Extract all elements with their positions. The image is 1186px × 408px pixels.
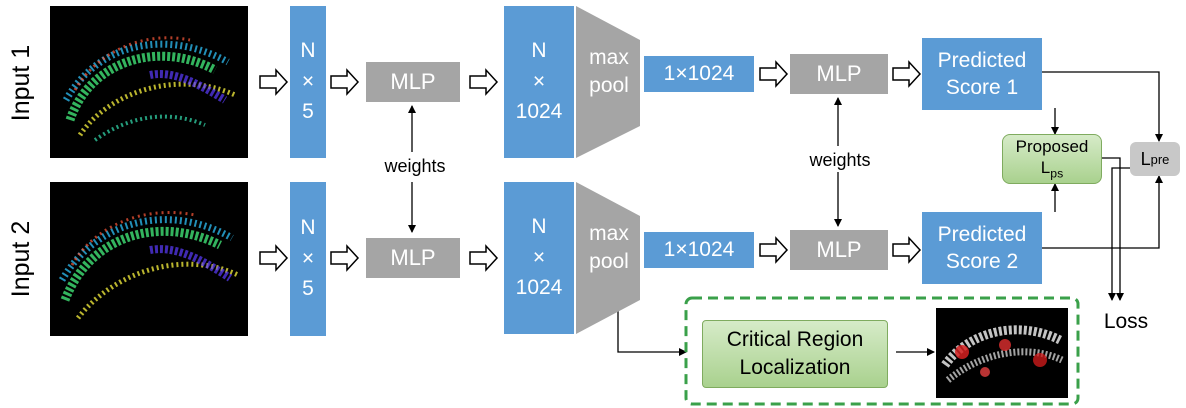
pool-to-critical bbox=[617, 296, 687, 356]
ps-subscript: ps bbox=[1050, 166, 1064, 180]
maxpool-trapezoid-1 bbox=[576, 6, 640, 158]
vector-1x1024-2: 1×1024 bbox=[644, 232, 754, 268]
maxpool-trapezoid-2 bbox=[576, 182, 640, 334]
lpre-to-loss bbox=[1108, 167, 1130, 301]
maxpool-label-1: max pool bbox=[580, 44, 638, 101]
hollow-arrow-icon bbox=[259, 244, 289, 272]
mlp-block-2: MLP bbox=[366, 238, 460, 278]
block-times: × bbox=[301, 69, 315, 93]
score-2-label: Score 2 bbox=[945, 250, 1019, 273]
block-1024: 1024 bbox=[515, 100, 563, 124]
tract-image-1 bbox=[50, 6, 248, 158]
block-five: 5 bbox=[302, 100, 314, 124]
maxpool-max: max bbox=[589, 46, 629, 69]
l-letter: L bbox=[1040, 157, 1051, 177]
hollow-arrow-icon bbox=[469, 244, 499, 272]
thin-connectors bbox=[408, 71, 1163, 356]
nx5-block-1: N × 5 bbox=[290, 6, 326, 158]
vector-1x1024-1: 1×1024 bbox=[644, 56, 754, 92]
lps-label: Lps bbox=[1041, 158, 1063, 181]
hollow-arrow-icon bbox=[330, 68, 360, 96]
nx1024-block-1: N × 1024 bbox=[504, 6, 574, 158]
maxpool-label-2: max pool bbox=[580, 220, 638, 277]
hollow-arrow-icon bbox=[892, 236, 922, 264]
hollow-arrow-icon bbox=[330, 244, 360, 272]
nx5-block-2: N × 5 bbox=[290, 182, 326, 336]
hollow-arrow-icon bbox=[892, 60, 922, 88]
proposed-to-loss bbox=[1102, 157, 1124, 301]
block-1024: 1024 bbox=[515, 276, 563, 300]
critical-region-dashed-box bbox=[684, 296, 1080, 406]
input-2-label: Input 2 bbox=[7, 220, 35, 298]
critical-region-box: Critical Region Localization bbox=[702, 320, 888, 388]
hollow-arrow-icon bbox=[759, 236, 789, 264]
predicted-label: Predicted bbox=[937, 222, 1027, 246]
mlp-block-3: MLP bbox=[790, 54, 888, 94]
proposed-label: Proposed bbox=[1015, 137, 1089, 157]
mlp-block-4: MLP bbox=[790, 230, 888, 270]
mlp-block-1: MLP bbox=[366, 62, 460, 102]
score2-to-lpre bbox=[1042, 175, 1163, 249]
input-1-label: Input 1 bbox=[7, 44, 35, 122]
maxpool-pool: pool bbox=[589, 74, 629, 98]
score-1-label: Score 1 bbox=[945, 76, 1019, 99]
predicted-score-1: Predicted Score 1 bbox=[922, 38, 1042, 110]
block-n: N bbox=[531, 215, 547, 239]
block-five: 5 bbox=[302, 277, 314, 301]
weights-label-right: weights bbox=[809, 150, 871, 170]
block-n: N bbox=[531, 39, 547, 63]
block-times: × bbox=[532, 69, 546, 93]
predicted-score-2: Predicted Score 2 bbox=[922, 212, 1042, 284]
score1-to-lpre bbox=[1042, 71, 1163, 142]
block-arrows bbox=[259, 60, 922, 272]
block-n: N bbox=[300, 39, 316, 63]
critical-region-output-image bbox=[936, 308, 1068, 398]
hollow-arrow-icon bbox=[259, 68, 289, 96]
block-times: × bbox=[532, 245, 546, 269]
proposed-loss-box: Proposed Lps bbox=[1002, 134, 1102, 184]
predicted-label: Predicted bbox=[937, 48, 1027, 72]
critical-line2: Localization bbox=[739, 356, 851, 379]
block-n: N bbox=[300, 216, 316, 240]
maxpool-max: max bbox=[589, 222, 629, 245]
weights-label-left: weights bbox=[384, 156, 446, 176]
tract-image-2 bbox=[50, 182, 248, 336]
critical-line1: Critical Region bbox=[726, 327, 864, 351]
hollow-arrow-icon bbox=[469, 68, 499, 96]
maxpool-pool: pool bbox=[589, 250, 629, 274]
pre-subscript: pre bbox=[1150, 151, 1170, 167]
block-times: × bbox=[301, 246, 315, 270]
nx1024-block-2: N × 1024 bbox=[504, 182, 574, 334]
l-letter: L bbox=[1140, 148, 1151, 169]
hollow-arrow-icon bbox=[759, 60, 789, 88]
loss-label: Loss bbox=[1103, 310, 1149, 333]
